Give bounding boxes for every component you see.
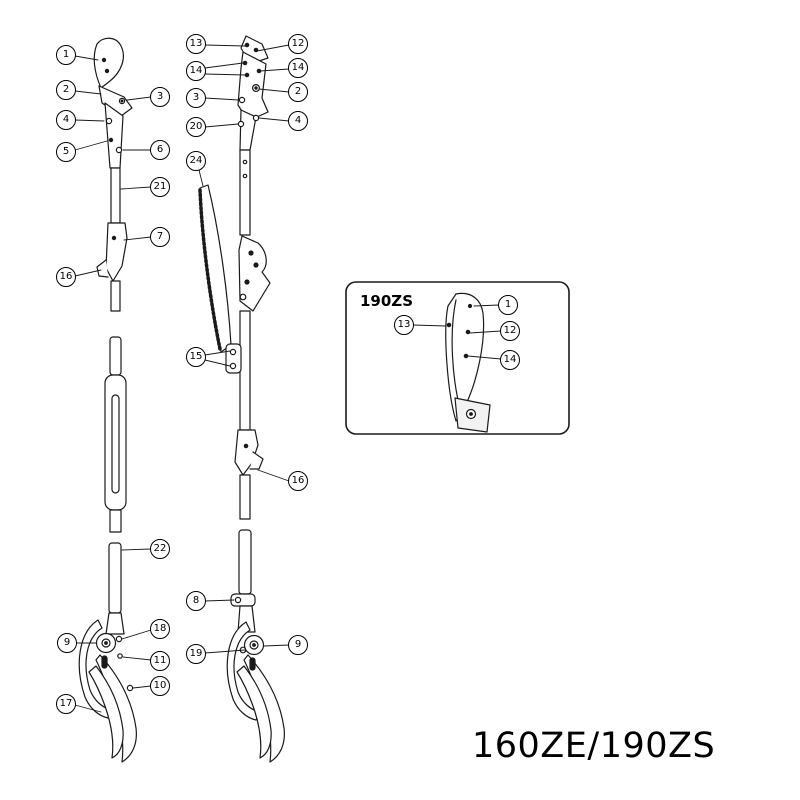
- callout-left-17: 17: [56, 694, 76, 714]
- callout-inset-12: 12: [500, 321, 520, 341]
- callout-right-19: 19: [186, 644, 206, 664]
- callout-left-2: 2: [56, 80, 76, 100]
- callout-right-24: 24: [186, 151, 206, 171]
- callout-left-4: 4: [56, 110, 76, 130]
- callout-left-9: 9: [57, 633, 77, 653]
- left-assembly-drawing: [78, 37, 137, 763]
- callout-left-1: 1: [56, 45, 76, 65]
- callout-left-21: 21: [150, 177, 170, 197]
- leader-lines: [74, 44, 502, 713]
- callout-right-8: 8: [186, 591, 206, 611]
- callout-right-13: 13: [186, 34, 206, 54]
- callout-left-3: 3: [150, 87, 170, 107]
- callout-left-5: 5: [56, 142, 76, 162]
- callout-right-9: 9: [288, 635, 308, 655]
- callout-inset-14: 14: [500, 350, 520, 370]
- callout-left-18: 18: [150, 619, 170, 639]
- callout-inset-13: 13: [394, 315, 414, 335]
- callout-right-4: 4: [288, 111, 308, 131]
- callout-inset-1: 1: [498, 295, 518, 315]
- callout-right-3: 3: [186, 88, 206, 108]
- callout-right-14b: 14: [288, 58, 308, 78]
- callout-right-2: 2: [288, 82, 308, 102]
- callout-left-16: 16: [56, 267, 76, 287]
- callout-left-10: 10: [150, 676, 170, 696]
- callout-left-6: 6: [150, 140, 170, 160]
- inset-model-label: 190ZS: [360, 292, 413, 310]
- right-assembly-drawing: [198, 35, 285, 763]
- callout-right-20: 20: [186, 117, 206, 137]
- callout-right-14a: 14: [186, 61, 206, 81]
- callout-right-15: 15: [186, 347, 206, 367]
- callout-right-12: 12: [288, 34, 308, 54]
- callout-left-22: 22: [150, 539, 170, 559]
- model-title: 160ZE/190ZS: [472, 726, 716, 766]
- callout-left-11: 11: [150, 651, 170, 671]
- callout-right-16: 16: [288, 471, 308, 491]
- callout-left-7: 7: [150, 227, 170, 247]
